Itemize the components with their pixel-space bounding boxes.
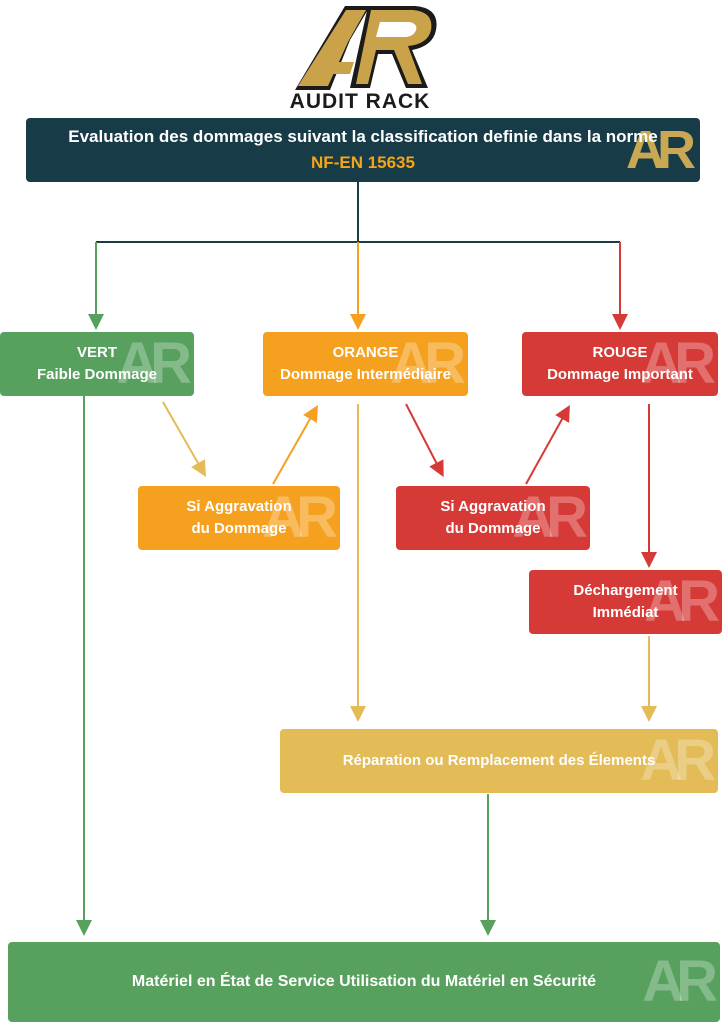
aggravation-rouge-box: AR Si Aggravation du Dommage	[396, 486, 590, 550]
vert-box: AR VERT Faible Dommage	[0, 332, 194, 396]
arrow-orange-to-aggravation	[405, 403, 444, 478]
dechargement-box: AR Déchargement Immédiat	[529, 570, 722, 634]
dechargement-line1: Déchargement	[573, 582, 678, 599]
vert-subtitle: Faible Dommage	[36, 366, 158, 383]
rouge-title: ROUGE	[592, 344, 648, 361]
final-label: Matériel en État de Service Utilisation …	[131, 973, 597, 990]
orange-title: ORANGE	[332, 344, 399, 361]
aggravation-orange-line2: du Dommage	[191, 520, 287, 537]
norm-header-box: AR Evaluation des dommages suivant la cl…	[26, 118, 700, 182]
header-title: Evaluation des dommages suivant la class…	[68, 127, 658, 146]
vert-title: VERT	[76, 344, 117, 361]
arrow-vert-to-aggravation	[162, 401, 206, 477]
final-box: AR Matériel en État de Service Utilisati…	[8, 942, 720, 1022]
orange-box: AR ORANGE Dommage Intermédiaire	[263, 332, 468, 396]
rouge-box: AR ROUGE Dommage Important	[522, 332, 718, 396]
reparation-box: AR Réparation ou Remplacement des Élemen…	[280, 729, 718, 793]
aggravation-orange-box: AR Si Aggravation du Dommage	[138, 486, 340, 550]
arrow-aggravation-to-rouge	[525, 405, 570, 485]
reparation-label: Réparation ou Remplacement des Élements	[342, 752, 656, 769]
audit-rack-logo: AUDIT RACK	[250, 0, 470, 116]
ar-logo-icon	[295, 6, 437, 90]
orange-subtitle: Dommage Intermédiaire	[280, 366, 451, 383]
aggravation-rouge-line1: Si Aggravation	[440, 498, 546, 515]
watermark-logo-icon: AR	[642, 949, 718, 1014]
aggravation-rouge-line2: du Dommage	[445, 520, 541, 537]
logo-text: AUDIT RACK	[289, 90, 431, 113]
rouge-subtitle: Dommage Important	[547, 366, 693, 383]
dechargement-line2: Immédiat	[592, 604, 659, 621]
aggravation-orange-line1: Si Aggravation	[186, 498, 292, 515]
header-norm: NF-EN 15635	[311, 153, 415, 172]
arrow-aggravation-to-orange	[272, 405, 318, 485]
